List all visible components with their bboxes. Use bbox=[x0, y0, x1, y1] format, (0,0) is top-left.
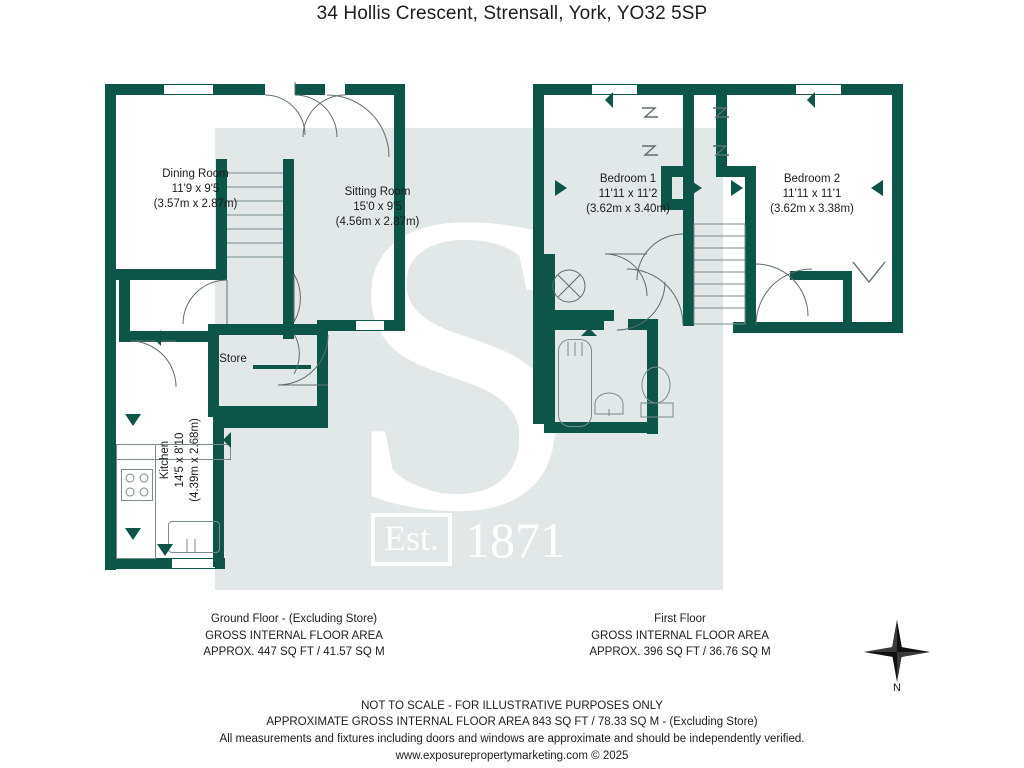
wall-gf-store-top bbox=[208, 324, 328, 335]
wall-ff-right bbox=[892, 84, 903, 333]
wall-gf-store-left bbox=[208, 324, 219, 406]
wall-ff-landing-right bbox=[716, 84, 727, 176]
compass-north-label: N bbox=[893, 682, 901, 694]
wall-gf-sitting-bottom-a bbox=[317, 320, 357, 331]
room-name-bedroom-1: Bedroom 1 bbox=[599, 173, 657, 185]
compass-star-icon bbox=[864, 620, 930, 682]
first-floor-caption: First Floor GROSS INTERNAL FLOOR AREA AP… bbox=[558, 611, 802, 661]
wall-ff-bath-right bbox=[647, 319, 658, 434]
wall-gf-mid-horiz bbox=[119, 331, 219, 342]
room-label-bedroom-1: Bedroom 1 11'11 x 11'2 (3.62m x 3.40m) bbox=[573, 172, 683, 217]
window-ff-bed1-front bbox=[591, 84, 639, 95]
wall-ff-bath-bottom bbox=[544, 422, 658, 433]
room-name-sitting: Sitting Room bbox=[344, 186, 411, 198]
wall-ff-left bbox=[533, 84, 544, 424]
wall-gf-right-upper bbox=[394, 84, 405, 329]
disclaimer-line-3: All measurements and fixtures including … bbox=[219, 733, 805, 745]
wall-ff-cyl-bottom bbox=[544, 310, 614, 321]
room-label-bedroom-2: Bedroom 2 11'11 x 11'1 (3.62m x 3.38m) bbox=[757, 172, 867, 217]
room-dim-metric-kitchen: (4.39m x 2.68m) bbox=[189, 418, 201, 502]
room-dim-imperial-dining: 11'9 x 9'5 bbox=[171, 183, 220, 195]
kitchen-counter-top bbox=[116, 444, 231, 460]
room-label-kitchen: Kitchen 14'5 x 8'10 (4.39m x 2.68m) bbox=[158, 400, 203, 520]
room-name-store: Store bbox=[219, 353, 247, 365]
wall-gf-top-c bbox=[295, 84, 325, 95]
wall-gf-sitting-bottom-b bbox=[383, 320, 405, 331]
kitchen-sink bbox=[168, 521, 220, 553]
room-name-kitchen: Kitchen bbox=[159, 440, 171, 480]
wall-gf-kitchen-bottom-a bbox=[105, 558, 173, 569]
wall-ff-landing-step-a bbox=[661, 166, 694, 177]
room-name-bedroom-2: Bedroom 2 bbox=[783, 173, 841, 185]
window-gf-front-1 bbox=[163, 84, 215, 95]
store-shelf bbox=[253, 365, 311, 369]
page-title: 34 Hollis Crescent, Strensall, York, YO3… bbox=[316, 3, 708, 24]
wall-ff-bed2-left bbox=[745, 166, 756, 326]
first-floor-plan bbox=[533, 84, 903, 434]
room-dim-imperial-sitting: 15'0 x 9'5 bbox=[353, 201, 402, 213]
wall-ff-landing-left bbox=[683, 84, 694, 176]
room-dim-metric-bedroom-2: (3.62m x 3.38m) bbox=[770, 203, 854, 215]
ground-floor-caption: Ground Floor - (Excluding Store) GROSS I… bbox=[172, 611, 416, 661]
wall-gf-kitchen-left bbox=[105, 340, 116, 570]
wall-gf-top-b bbox=[213, 84, 265, 95]
room-dim-metric-dining: (3.57m x 2.87m) bbox=[153, 198, 238, 210]
disclaimer-line-1: NOT TO SCALE - FOR ILLUSTRATIVE PURPOSES… bbox=[361, 700, 663, 712]
room-dim-imperial-bedroom-2: 11'11 x 11'1 bbox=[782, 188, 842, 200]
wall-ff-bed2-cupboard-right bbox=[843, 271, 852, 325]
first-floor-caption-line2: GROSS INTERNAL FLOOR AREA bbox=[591, 629, 769, 642]
wall-gf-left-upper bbox=[105, 84, 116, 369]
room-dim-imperial-bedroom-1: 11'11 x 11'2 bbox=[598, 188, 658, 200]
room-name-dining: Dining Room bbox=[162, 168, 229, 180]
wall-ff-bed2-cupboard-top bbox=[790, 271, 852, 280]
room-label-store: Store bbox=[208, 352, 258, 367]
ground-floor-caption-line3: APPROX. 447 SQ FT / 41.57 SQ M bbox=[203, 646, 385, 658]
wall-gf-mid-horiz-2 bbox=[208, 406, 328, 417]
window-gf-kitchen-rear bbox=[171, 558, 217, 569]
wall-ff-bath-top bbox=[544, 319, 604, 330]
bath-tub bbox=[558, 339, 592, 427]
wall-gf-kitchen-inner-right bbox=[213, 417, 328, 428]
wall-gf-top-a bbox=[105, 84, 165, 95]
wall-ff-top-a bbox=[533, 84, 593, 95]
wall-gf-dining-bottom bbox=[105, 269, 227, 280]
wall-gf-kitchen-right bbox=[213, 417, 224, 567]
compass-rose: N bbox=[862, 616, 932, 696]
room-dim-metric-bedroom-1: (3.62m x 3.40m) bbox=[586, 203, 670, 215]
room-dim-metric-sitting: (4.56m x 2.87m) bbox=[335, 216, 420, 228]
kitchen-counter-run bbox=[116, 444, 156, 559]
window-gf-sitting-rear bbox=[355, 320, 385, 331]
wall-ff-landing-right-step bbox=[716, 166, 756, 177]
wall-ff-right-bottom bbox=[733, 322, 903, 333]
room-label-sitting: Sitting Room 15'0 x 9'5 (4.56m x 2.87m) bbox=[325, 185, 430, 230]
first-floor-caption-line1: First Floor bbox=[654, 613, 706, 625]
room-dim-imperial-kitchen: 14'5 x 8'10 bbox=[174, 432, 186, 488]
wall-ff-landing-step-b bbox=[661, 166, 672, 204]
wall-ff-cyl-left bbox=[544, 254, 555, 320]
disclaimer-line-2: APPROXIMATE GROSS INTERNAL FLOOR AREA 84… bbox=[266, 716, 758, 728]
window-ff-bed2-front bbox=[795, 84, 843, 95]
wall-gf-top-d bbox=[345, 84, 405, 95]
wall-ff-top-c bbox=[841, 84, 903, 95]
wall-gf-stair-right bbox=[283, 159, 294, 339]
ground-floor-caption-line2: GROSS INTERNAL FLOOR AREA bbox=[205, 629, 383, 642]
disclaimer-line-4: www.exposurepropertymarketing.com © 2025 bbox=[395, 750, 629, 762]
wall-ff-bath-left bbox=[544, 319, 555, 433]
wall-gf-hall-lower-left bbox=[119, 279, 130, 341]
kitchen-hob bbox=[121, 469, 153, 501]
wall-gf-hall-left bbox=[216, 159, 227, 279]
wall-ff-landing-left-lower bbox=[683, 166, 694, 326]
room-label-dining: Dining Room 11'9 x 9'5 (3.57m x 2.87m) bbox=[143, 167, 248, 212]
wall-gf-store-right bbox=[317, 324, 328, 419]
ground-floor-caption-line1: Ground Floor - (Excluding Store) bbox=[210, 613, 378, 625]
first-floor-caption-line3: APPROX. 396 SQ FT / 36.76 SQ M bbox=[589, 646, 771, 658]
wall-ff-landing-bottom bbox=[661, 199, 694, 210]
